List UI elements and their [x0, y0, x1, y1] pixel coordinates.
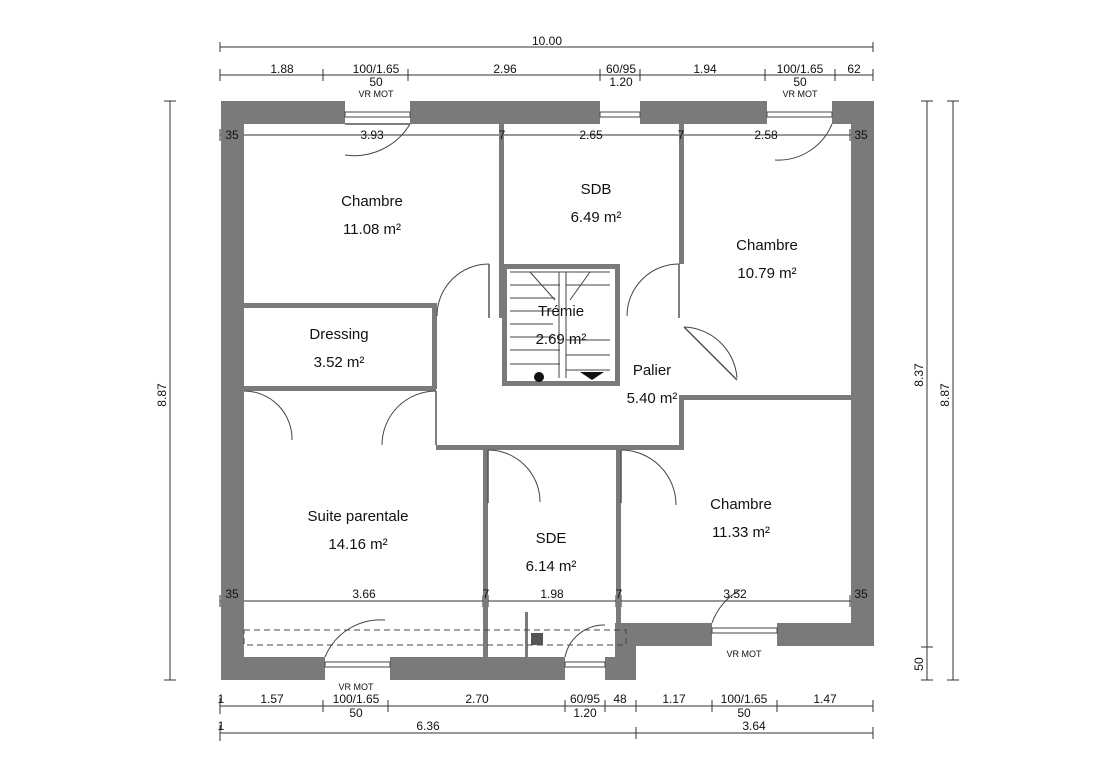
doors [243, 123, 833, 658]
dim-top-seg-2: 100/1.65 [353, 62, 400, 76]
room-name-chambre-se: Chambre [710, 496, 772, 513]
room-name-palier: Palier [633, 362, 671, 379]
dim-bottom-r2-3: 3.64 [742, 719, 766, 733]
dim-inner-bottom-5: 7 [616, 587, 623, 601]
staircase [510, 271, 610, 382]
dim-inner-bottom-4: 1.98 [540, 587, 564, 601]
dim-top-seg-5: 1.94 [693, 62, 717, 76]
dim-inner-bottom-3: 7 [483, 587, 490, 601]
dim-inner-bottom-7: 35 [854, 587, 868, 601]
interior-walls [244, 124, 851, 657]
room-name-sdb: SDB [581, 181, 612, 198]
dim-inner-top-6: 2.58 [754, 128, 778, 142]
room-area-sdb: 6.49 m² [571, 209, 622, 226]
dim-top-seg-1: 1.88 [270, 62, 294, 76]
room-area-chambre-nw: 11.08 m² [343, 221, 401, 238]
dim-bottom-r1-5: 60/95 [570, 692, 600, 706]
dim-inner-top-2: 3.93 [360, 128, 384, 142]
dim-bottom-r1-8: 100/1.65 [721, 692, 768, 706]
dim-bottom-r1-9: 1.47 [813, 692, 837, 706]
dim-top-seg-3: 2.96 [493, 62, 517, 76]
dim-bottom-r1-7: 1.17 [662, 692, 686, 706]
dim-inner-bottom-6: 3.52 [723, 587, 747, 601]
room-area-chambre-ne: 10.79 m² [737, 265, 796, 282]
dim-bottom-r1-2: 1.57 [260, 692, 284, 706]
dim-top-sub-2: 1.20 [609, 75, 633, 89]
dim-bottom-r1-3: 100/1.65 [333, 692, 380, 706]
window-openings [324, 101, 833, 680]
window-label-top-right: VR MOT [783, 89, 819, 99]
dim-right-inner-height: 8.37 [912, 363, 926, 387]
dim-top-seg-6: 100/1.65 [777, 62, 824, 76]
room-name-chambre-ne: Chambre [736, 237, 798, 254]
dim-bottom-r2-1: 1 [218, 719, 225, 733]
window-label-bottom-right: VR MOT [727, 649, 763, 659]
dim-bottom-sub-1: 50 [349, 706, 363, 720]
dim-inner-top-4: 2.65 [579, 128, 603, 142]
room-area-suite: 14.16 m² [328, 536, 387, 553]
dim-top-sub-3: 50 [793, 75, 807, 89]
room-labels: Chambre 11.08 m² SDB 6.49 m² Chambre 10.… [308, 181, 798, 575]
dim-top-total: 10.00 [532, 34, 562, 48]
room-area-palier: 5.40 m² [627, 390, 678, 407]
dim-inner-top-7: 35 [854, 128, 868, 142]
room-name-dressing: Dressing [309, 326, 368, 343]
dim-bottom-sub-2: 1.20 [573, 706, 597, 720]
room-name-sde: SDE [536, 530, 567, 547]
dim-top-sub-1: 50 [369, 75, 383, 89]
window-label-top-left: VR MOT [359, 89, 395, 99]
room-name-suite: Suite parentale [308, 508, 409, 525]
dim-bottom-r1-1: 1 [218, 692, 225, 706]
dim-top-seg-4: 60/95 [606, 62, 636, 76]
dim-inner-top-1: 35 [225, 128, 239, 142]
dim-right-outer-height: 8.87 [938, 383, 952, 407]
dim-inner-bottom-1: 35 [225, 587, 239, 601]
room-area-dressing: 3.52 m² [314, 354, 365, 371]
room-name-tremie: Trémie [538, 303, 584, 320]
dim-inner-top-5: 7 [678, 128, 685, 142]
dimension-texts: 10.00 1.88 100/1.65 2.96 60/95 1.94 100/… [155, 34, 952, 733]
dim-bottom-r2-2: 6.36 [416, 719, 440, 733]
dim-top-seg-7: 62 [847, 62, 861, 76]
dim-inner-bottom-2: 3.66 [352, 587, 376, 601]
room-area-chambre-se: 11.33 m² [712, 524, 770, 541]
room-name-chambre-nw: Chambre [341, 193, 403, 210]
dim-inner-top-3: 7 [499, 128, 506, 142]
dim-right-bottom: 50 [912, 657, 926, 671]
window-label-bottom-left: VR MOT [339, 682, 375, 692]
dim-bottom-sub-3: 50 [737, 706, 751, 720]
room-area-sde: 6.14 m² [526, 558, 577, 575]
dim-left-height: 8.87 [155, 383, 169, 407]
dim-bottom-r1-4: 2.70 [465, 692, 489, 706]
dim-bottom-r1-6: 48 [613, 692, 627, 706]
room-area-tremie: 2.69 m² [536, 331, 587, 348]
